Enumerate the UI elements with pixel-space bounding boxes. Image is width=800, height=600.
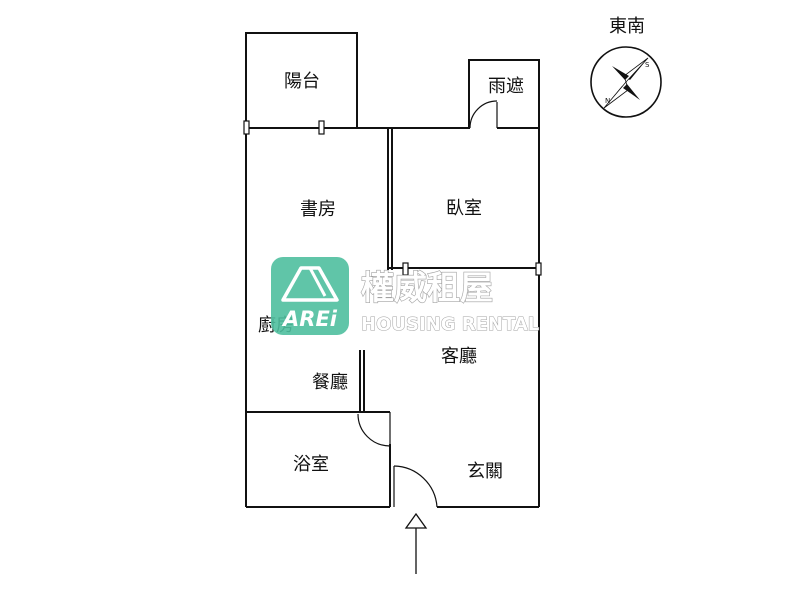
awning-wall [468, 59, 540, 128]
entrance-label: 玄關 [467, 461, 503, 482]
entrance-arrow-icon [404, 512, 428, 574]
balcony-label: 陽台 [284, 71, 320, 92]
bathroom-label: 浴室 [293, 454, 329, 475]
balcony-wall [245, 32, 358, 128]
compass-needle-icon: S N [603, 57, 650, 109]
compass-label: 東南 [609, 16, 645, 37]
study-label: 書房 [300, 199, 336, 220]
brand-name-cn: 權威租屋 [361, 268, 493, 307]
awning-label: 雨遮 [488, 76, 524, 97]
entrance-door-arc [393, 465, 438, 508]
exterior-walls [245, 32, 540, 508]
logo-text: AREi [281, 307, 338, 331]
svg-text:N: N [605, 97, 610, 105]
compass: 東南 S N [590, 16, 662, 118]
window-markers [243, 120, 542, 276]
brand-logo: AREi [271, 257, 349, 335]
roof-icon [281, 266, 339, 302]
watermark: AREi 權威租屋 HOUSING RENTAL [271, 257, 540, 336]
living-room-label: 客廳 [441, 346, 477, 367]
brand-name-en: HOUSING RENTAL [361, 314, 539, 335]
doors [357, 100, 498, 508]
bedroom-label: 臥室 [446, 198, 482, 219]
bathroom-door-arc [357, 413, 391, 447]
logo-tile [271, 257, 349, 335]
svg-text:S: S [645, 61, 650, 69]
awning-door-arc [469, 100, 498, 129]
dining-label: 餐廳 [312, 372, 348, 393]
